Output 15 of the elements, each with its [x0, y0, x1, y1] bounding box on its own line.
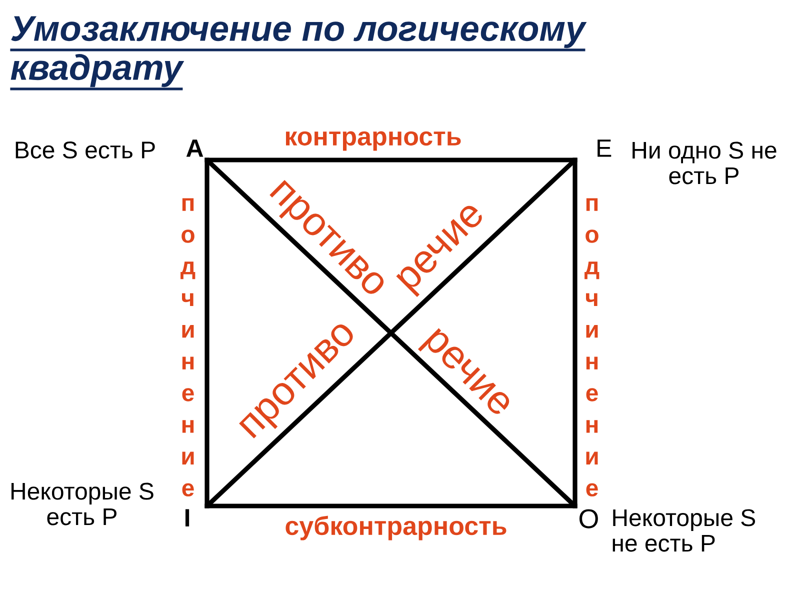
corner-letter: E: [598, 140, 612, 157]
statement-text: Некоторые S не есть P: [612, 509, 756, 552]
statement-text: Ни одно S не есть P: [632, 142, 776, 184]
side-line: [572, 158, 578, 508]
statement-text: Некоторые S есть P: [12, 482, 154, 526]
side-line: [204, 158, 210, 508]
edge-label: субконтрарность: [286, 516, 506, 540]
title: Умозаключение по логическому квадрату: [10, 16, 587, 90]
edge-label: подчинение: [180, 198, 196, 496]
edge-label: подчинение: [584, 198, 600, 496]
statement-text: Все S есть P: [16, 142, 155, 158]
corner-letter: I: [185, 509, 190, 526]
edge-label: контрарность: [286, 131, 461, 151]
corner-letter: A: [186, 140, 204, 157]
corner-letter: O: [580, 509, 598, 528]
